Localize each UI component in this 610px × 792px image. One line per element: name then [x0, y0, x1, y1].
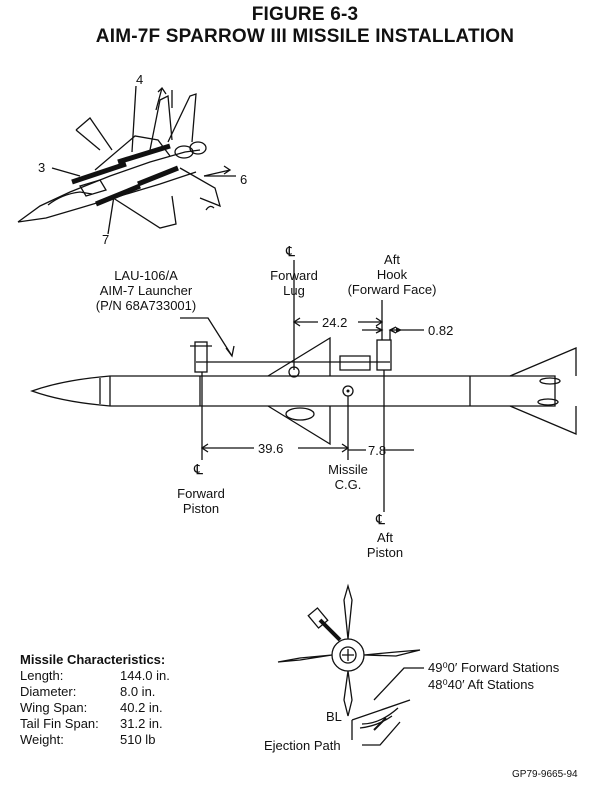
aircraft-sketch: [17, 85, 236, 235]
figure-title: AIM-7F SPARROW III MISSILE INSTALLATION: [95, 26, 515, 47]
aft-hook-label: Aft Hook (Forward Face): [347, 252, 437, 297]
station-callout-6: 6: [240, 172, 248, 187]
forward-piston-centerline-symbol: ℄: [194, 461, 203, 477]
missile-cg-label: Missile C.G.: [328, 462, 368, 492]
dimension-hook-offset: 0.82: [428, 323, 454, 338]
dimension-lug-to-hook: 24.2: [322, 315, 348, 330]
missile-characteristics: Missile Characteristics: Length: 144.0 i…: [20, 652, 170, 748]
dimension-cg-to-aft-piston: 7.8: [368, 443, 387, 458]
characteristics-heading: Missile Characteristics:: [20, 652, 166, 667]
ejection-path-label: Ejection Path: [264, 738, 341, 753]
forward-lug-centerline-symbol: ℄: [286, 243, 295, 259]
launcher-label: LAU-106/A AIM-7 Launcher (P/N 68A733001): [95, 268, 197, 313]
station-callout-3: 3: [38, 160, 46, 175]
characteristics-row: Length: 144.0 in.: [20, 668, 170, 683]
station-callout-7: 7: [102, 232, 110, 247]
figure-number: FIGURE 6-3: [251, 4, 359, 25]
bl-label: BL: [326, 709, 342, 724]
aft-stations-angle: 48⁰40′ Aft Stations: [428, 677, 534, 692]
forward-piston-label: Forward Piston: [177, 486, 225, 516]
characteristics-row: Wing Span: 40.2 in.: [20, 700, 163, 715]
characteristics-row: Tail Fin Span: 31.2 in.: [20, 716, 163, 731]
missile-end-view: [277, 583, 424, 746]
footer-code: GP79-9665-94: [512, 769, 578, 780]
aft-piston-centerline-symbol: ℄: [376, 511, 385, 527]
forward-stations-angle: 49⁰0′ Forward Stations: [428, 660, 560, 675]
station-callout-4: 4: [136, 72, 144, 87]
characteristics-row: Weight: 510 lb: [20, 732, 156, 747]
characteristics-row: Diameter: 8.0 in.: [20, 684, 156, 699]
forward-lug-label: Forward Lug: [270, 268, 318, 298]
dimension-piston-to-cg: 39.6: [258, 441, 284, 456]
missile-side-view: [30, 260, 577, 512]
aft-piston-label: Aft Piston: [366, 530, 404, 560]
